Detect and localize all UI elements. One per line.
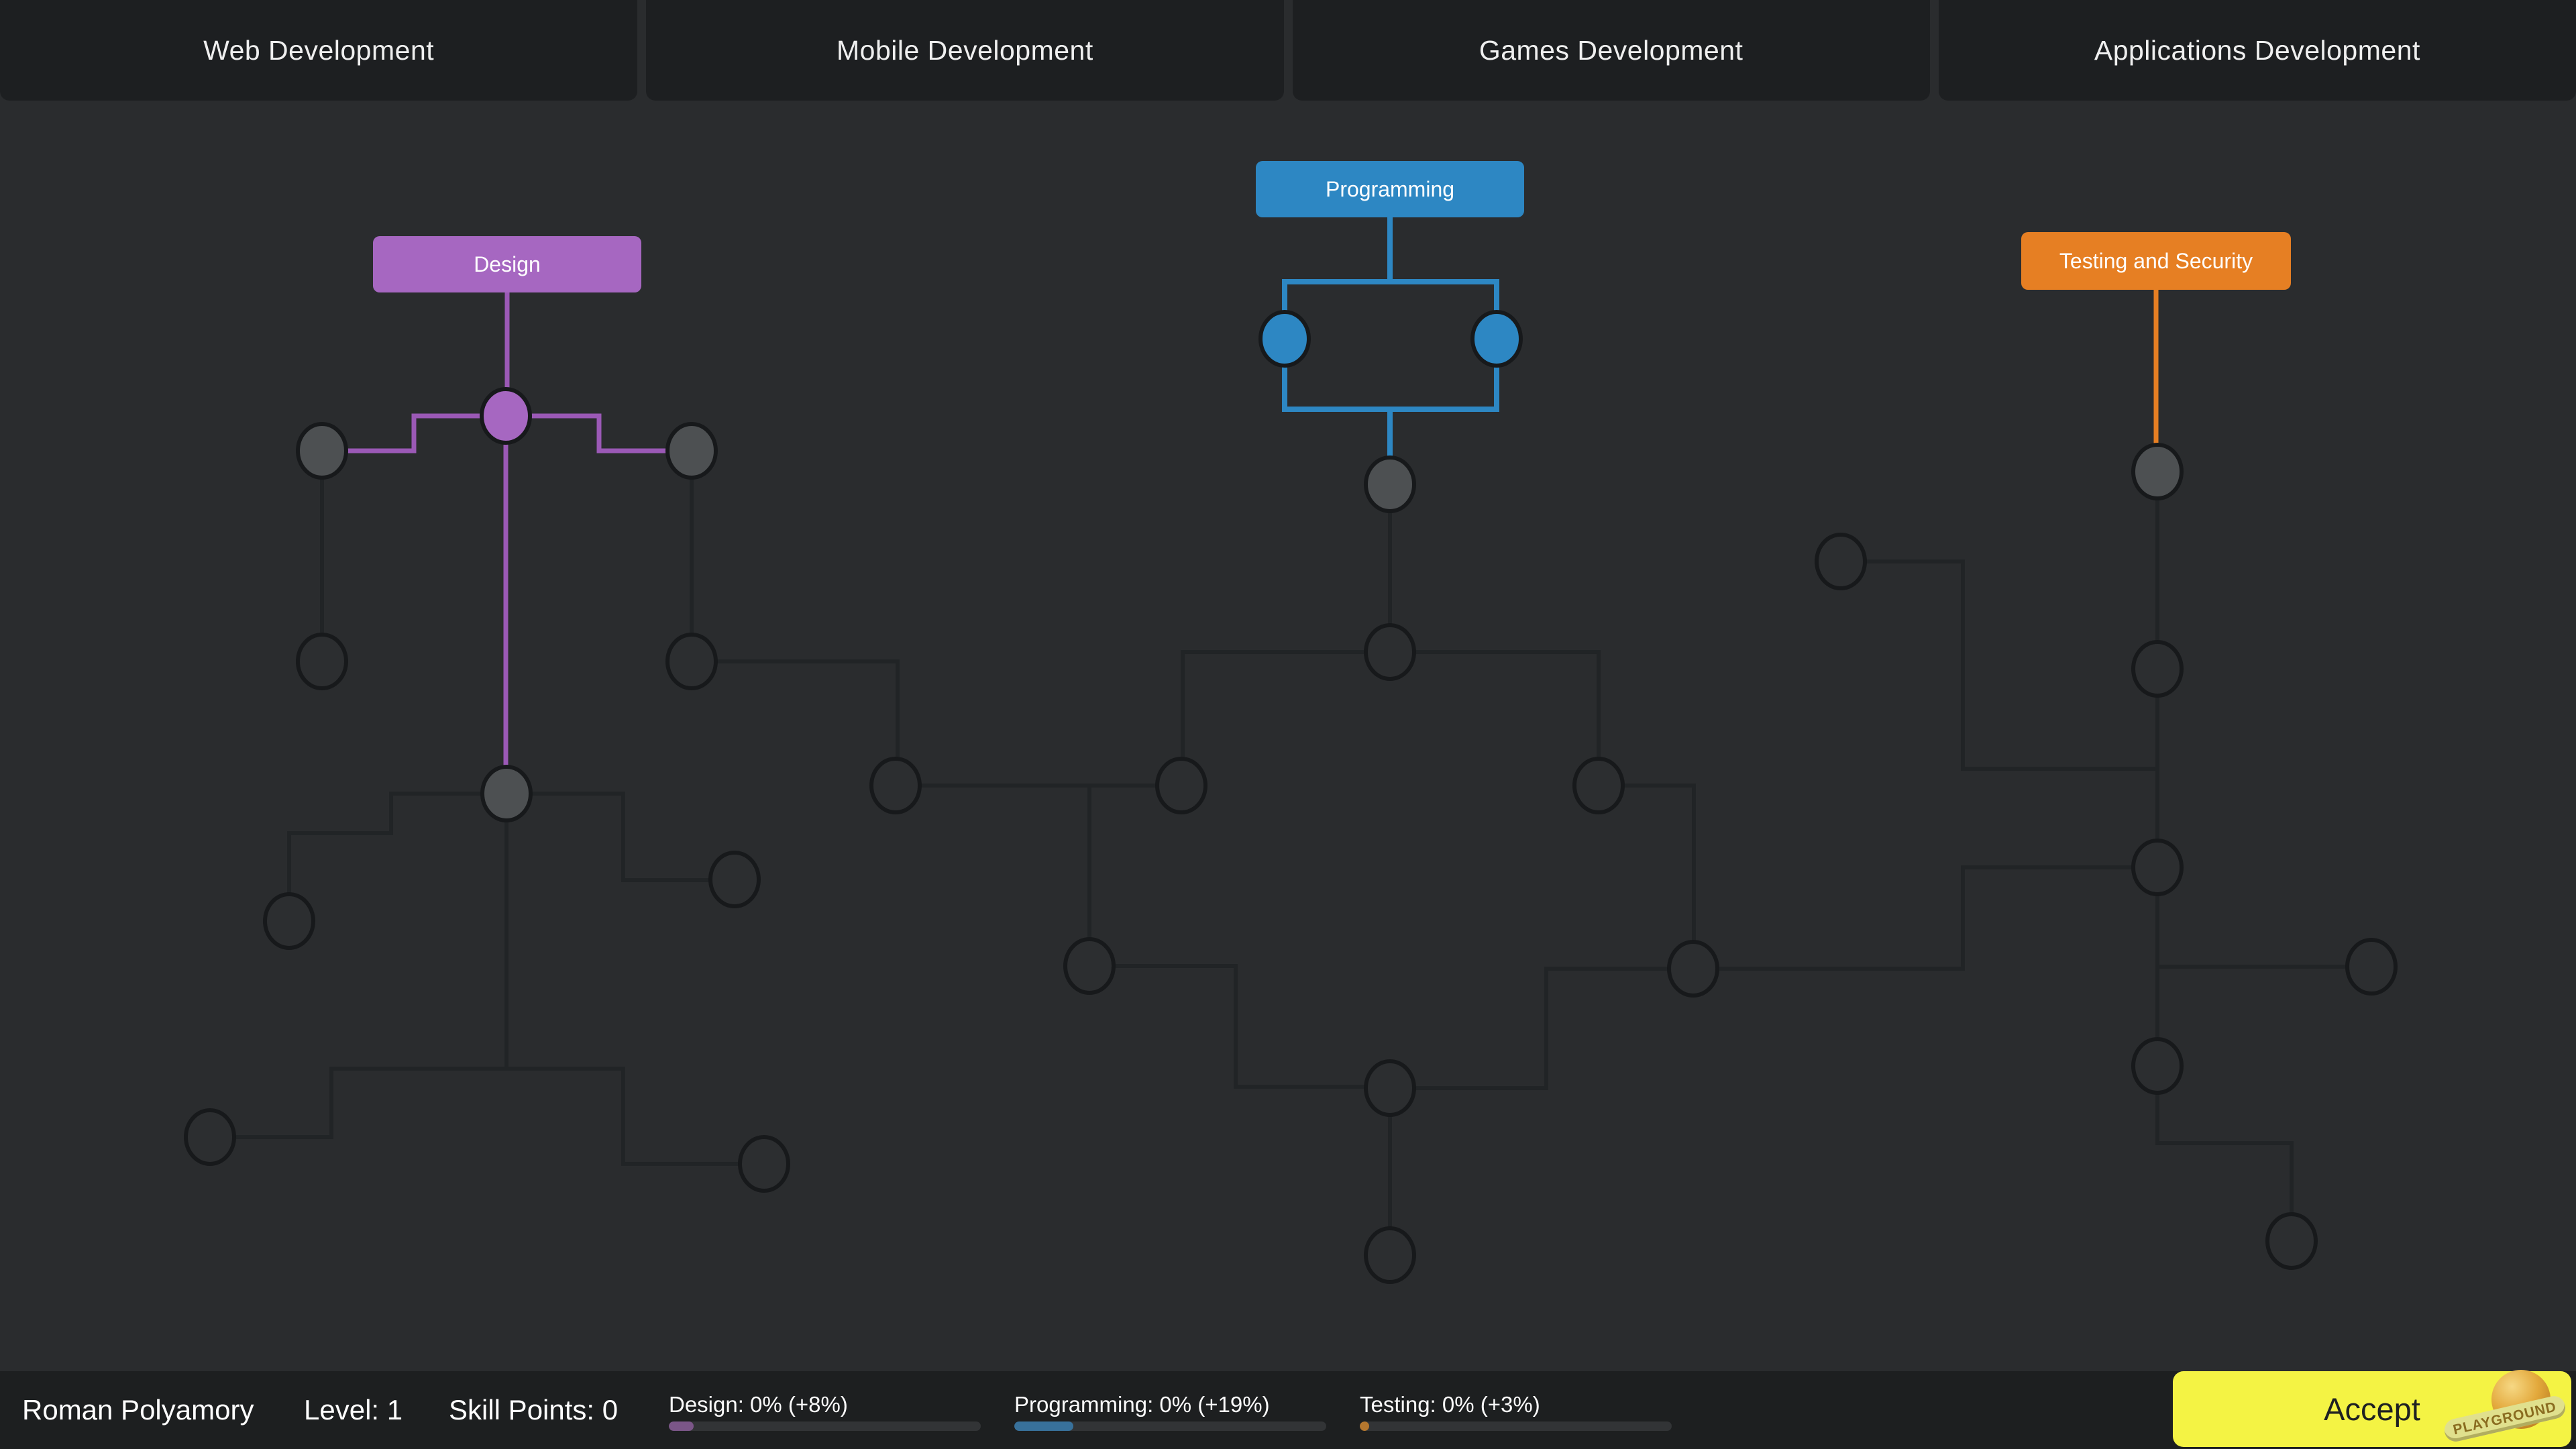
skill-progress-label: Design: 0% (+8%) [669, 1392, 848, 1417]
skill-node-center-left-1[interactable] [869, 757, 922, 814]
skill-node-test-side[interactable] [1815, 533, 1867, 590]
skill-progress-design: Design: 0% (+8%) [669, 1391, 981, 1431]
player-name: Roman Polyamory [22, 1394, 254, 1426]
skill-node-design-bottom-right[interactable] [738, 1135, 790, 1193]
category-box-testing: Testing and Security [2021, 232, 2291, 290]
skill-node-design-right-2[interactable] [665, 633, 718, 690]
category-box-label: Testing and Security [2059, 248, 2253, 273]
skill-node-test-root[interactable] [2131, 443, 2184, 500]
skill-node-design-root[interactable] [480, 387, 532, 445]
skill-node-design-mid[interactable] [480, 765, 533, 822]
skill-progress-track [1360, 1421, 1672, 1431]
skill-edge-blue [1282, 279, 1499, 313]
skill-edge-grey [1623, 784, 1696, 943]
skill-node-center-right-2[interactable] [1572, 757, 1625, 814]
skill-progress-label: Programming: 0% (+19%) [1014, 1392, 1270, 1417]
tab-mobile[interactable]: Mobile Development [646, 0, 1284, 101]
skill-progress-programming: Programming: 0% (+19%) [1014, 1391, 1326, 1431]
skill-progress-label: Testing: 0% (+3%) [1360, 1392, 1540, 1417]
skill-edge-purple [346, 413, 482, 453]
skill-progress-fill [669, 1421, 694, 1431]
skill-node-prog-left[interactable] [1258, 310, 1311, 368]
level-label: Level: 1 [304, 1394, 403, 1426]
skill-progress-fill [1360, 1421, 1369, 1431]
skill-node-design-mid-right[interactable] [708, 851, 761, 908]
skill-node-design-bottom-left[interactable] [184, 1108, 236, 1166]
skill-node-center-left-2[interactable] [1155, 757, 1208, 814]
skill-edge-grey [1181, 650, 1366, 759]
tab-games[interactable]: Games Development [1292, 0, 1930, 101]
skill-edge-grey [1719, 865, 2134, 971]
skill-edge-grey [234, 1067, 506, 1139]
skill-edge-grey [716, 659, 900, 759]
status-bar: Roman Polyamory Level: 1 Skill Points: 0… [0, 1370, 2576, 1449]
skill-node-test-4[interactable] [2131, 1037, 2184, 1095]
skill-node-test-bottom-right[interactable] [2265, 1212, 2318, 1270]
skill-node-design-left-1[interactable] [296, 422, 348, 480]
skill-edge-grey [1865, 559, 2157, 771]
skill-progress-track [669, 1421, 981, 1431]
skill-progress-list: Design: 0% (+8%) Programming: 0% (+19%) Te… [669, 1391, 1672, 1431]
skill-edge-grey [531, 792, 710, 882]
skill-node-prog-mid[interactable] [1364, 455, 1416, 513]
accept-button[interactable]: Accept [2173, 1371, 2571, 1447]
skill-node-test-2[interactable] [2131, 640, 2184, 698]
skill-points-label: Skill Points: 0 [449, 1394, 619, 1426]
skill-node-prog-right[interactable] [1470, 310, 1523, 368]
skill-node-design-mid-left[interactable] [263, 892, 315, 950]
category-box-programming: Programming [1256, 161, 1524, 217]
category-box-label: Programming [1325, 176, 1455, 201]
category-box-label: Design [474, 252, 541, 276]
skill-progress-track [1014, 1421, 1326, 1431]
category-box-design: Design [373, 236, 641, 292]
skill-edge-purple [530, 413, 667, 453]
skill-node-center-mid-left[interactable] [1063, 937, 1116, 995]
skill-edge-grey [287, 792, 482, 895]
skill-node-center-bottom-2[interactable] [1364, 1226, 1416, 1284]
skill-node-design-left-2[interactable] [296, 633, 348, 690]
skill-node-center-bottom[interactable] [1364, 1059, 1416, 1117]
skill-node-test-right[interactable] [2345, 938, 2398, 996]
skill-edge-grey [1415, 967, 1669, 1090]
skill-progress-testing: Testing: 0% (+3%) [1360, 1391, 1672, 1431]
skill-edge-grey [1114, 964, 1366, 1089]
skill-node-center-mid-right[interactable] [1667, 940, 1719, 998]
tab-applications[interactable]: Applications Development [1938, 0, 2576, 101]
skill-edge-grey [2155, 1092, 2294, 1215]
skill-edge-blue [1282, 365, 1499, 412]
skill-node-design-right-1[interactable] [665, 422, 718, 480]
skill-node-test-3[interactable] [2131, 839, 2184, 896]
tab-web[interactable]: Web Development [0, 0, 638, 101]
skill-edge-grey [1414, 650, 1601, 759]
skill-node-prog-2[interactable] [1364, 623, 1416, 681]
skill-edge-grey [506, 1067, 740, 1166]
skill-progress-fill [1014, 1421, 1074, 1431]
